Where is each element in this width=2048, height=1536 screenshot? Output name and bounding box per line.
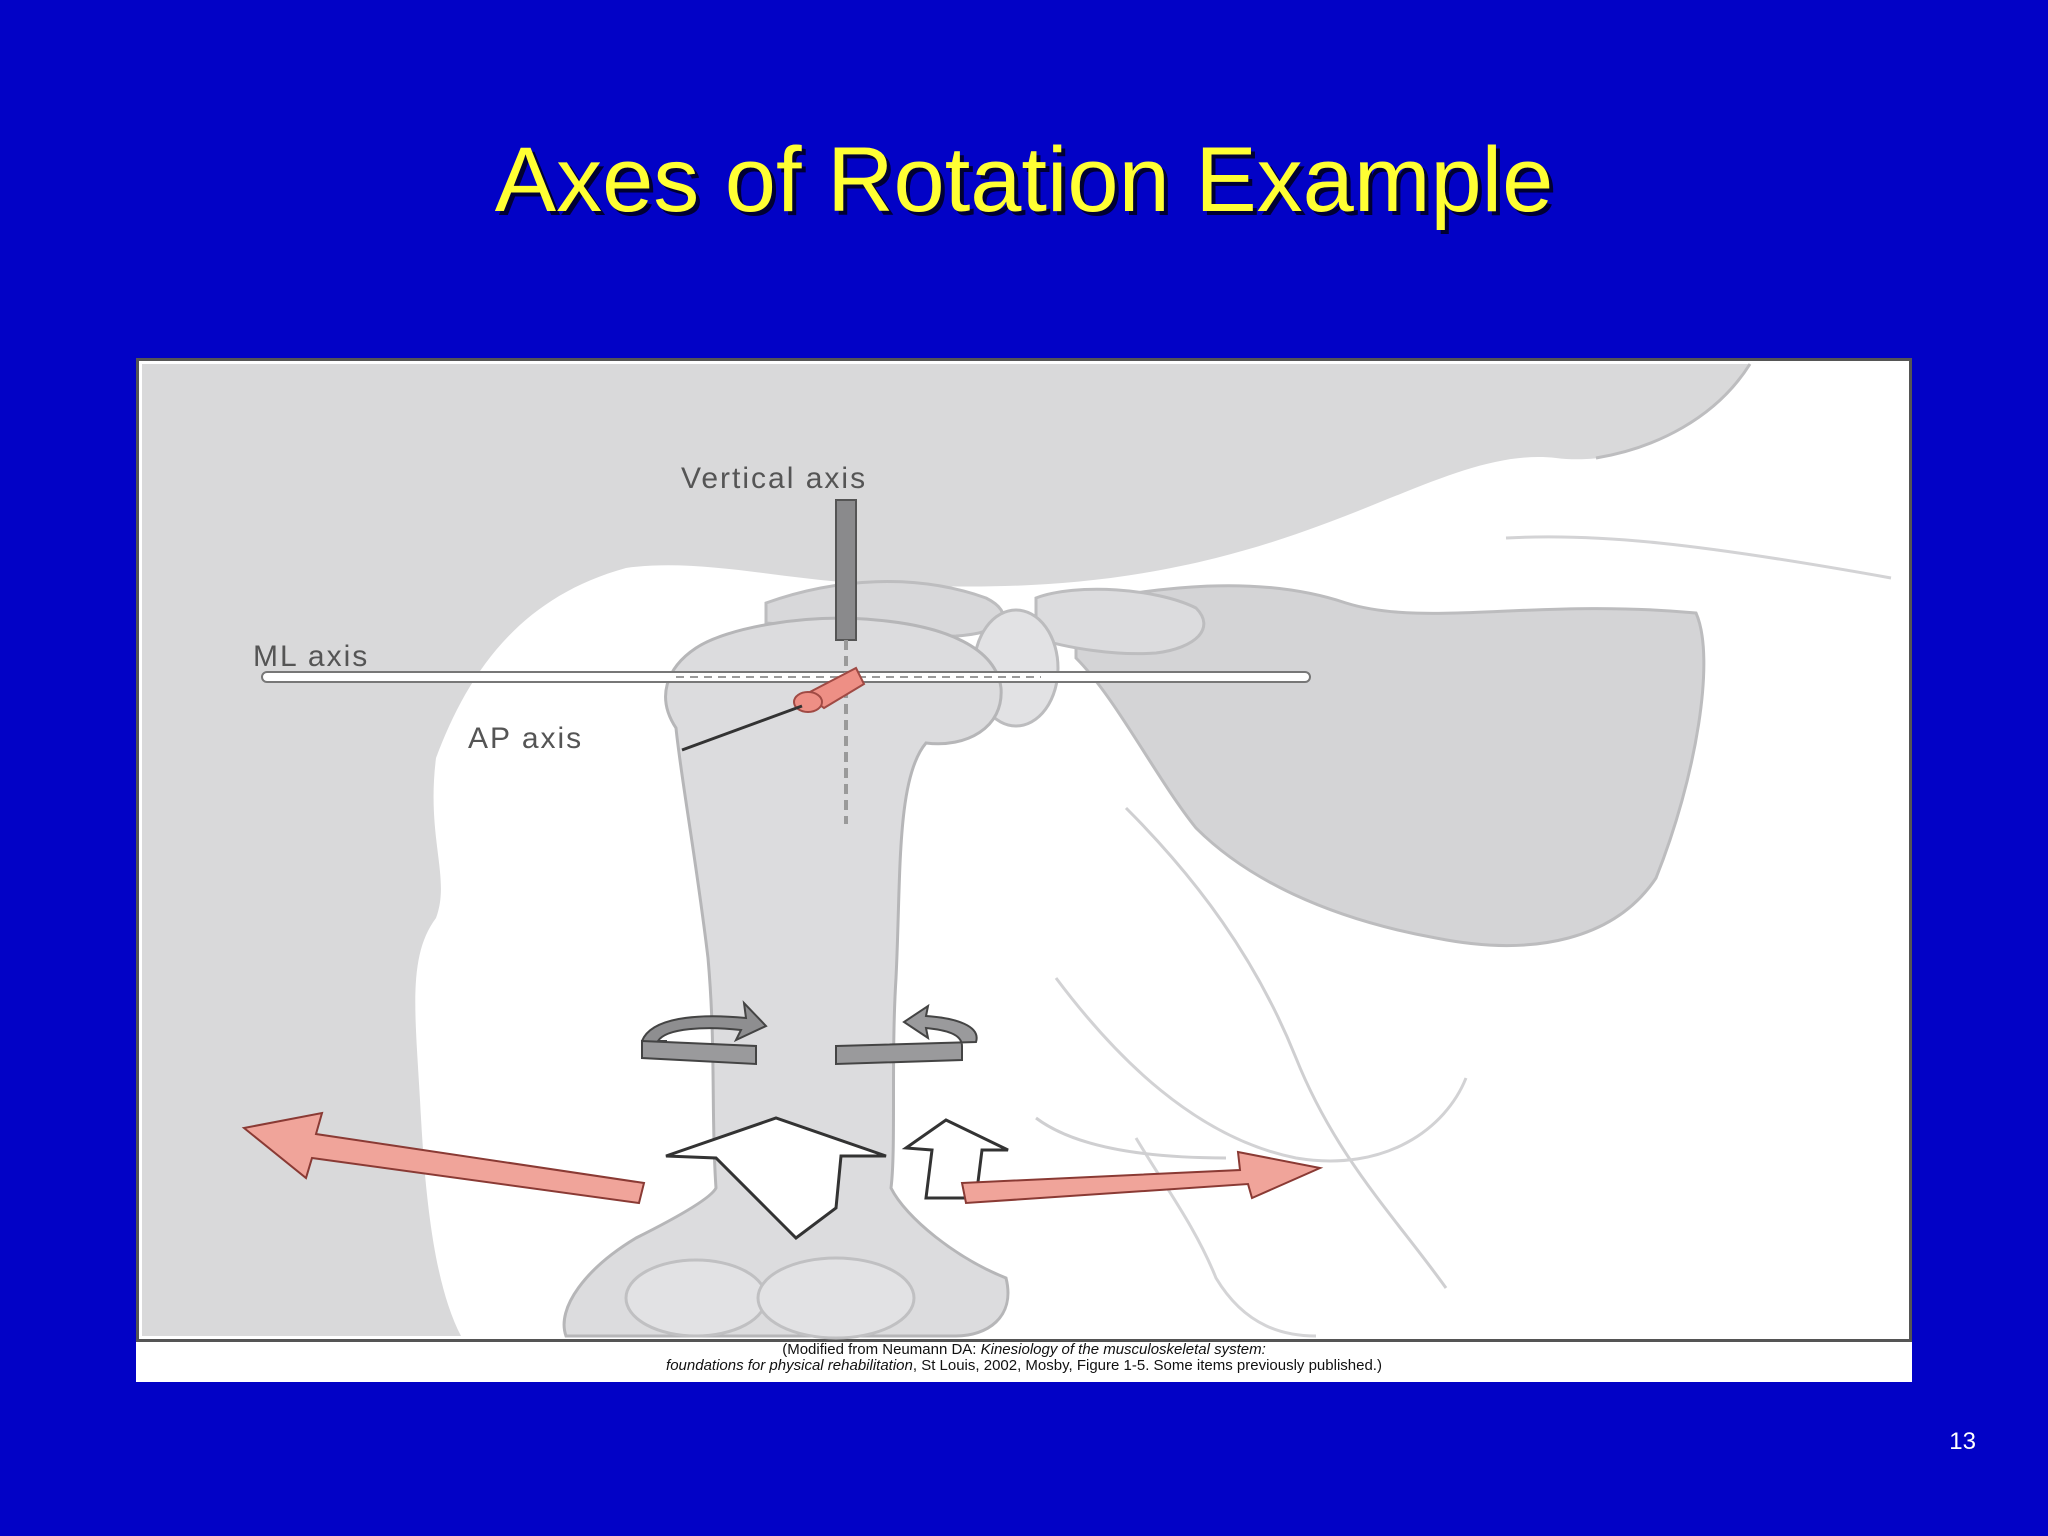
rotation-arrow-right xyxy=(835,1003,978,1066)
kinesiology-figure: Vertical axis ML axis AP axis (Modified … xyxy=(136,358,1912,1382)
torso-shape xyxy=(142,364,1750,1336)
pink-arrow-right xyxy=(960,1150,1324,1205)
caption-source-suffix: , St Louis, 2002, Mosby, Figure 1-5. Som… xyxy=(912,1357,1382,1374)
caption-line-2: foundations for physical rehabilitation,… xyxy=(136,1358,1912,1374)
humerus xyxy=(562,616,1010,1338)
caption-book-title-2: foundations for physical rehabilitation xyxy=(666,1357,913,1374)
caption-line-1: (Modified from Neumann DA: Kinesiology o… xyxy=(136,1342,1912,1358)
up-arrow-small xyxy=(901,1118,1009,1200)
slide-title: Axes of Rotation Example xyxy=(494,129,1554,231)
ribcage-line xyxy=(1124,806,1448,1289)
up-arrow-large xyxy=(665,1116,887,1240)
figure-caption: (Modified from Neumann DA: Kinesiology o… xyxy=(136,1342,1912,1382)
rotation-arrow-left-band xyxy=(641,1039,757,1066)
arm-outline xyxy=(1054,977,1468,1163)
ml-axis-rod xyxy=(261,671,1311,683)
torso-contour xyxy=(1595,363,1752,460)
humerus-condyle-right xyxy=(756,1256,916,1340)
caption-book-title-1: Kinesiology of the musculoskeletal syste… xyxy=(980,1341,1266,1358)
figure-illustration: Vertical axis ML axis AP axis xyxy=(136,358,1912,1342)
caption-source-prefix: (Modified from Neumann DA: xyxy=(782,1341,981,1358)
vertical-axis-rod xyxy=(835,499,857,641)
ml-axis-label: ML axis xyxy=(253,640,369,673)
ap-axis-cone-base xyxy=(793,691,823,713)
ap-axis-label: AP axis xyxy=(468,722,583,755)
acromion xyxy=(1034,587,1206,656)
ap-axis-leader xyxy=(681,704,803,752)
chest-line xyxy=(1505,535,1892,580)
humerus-condyle-left xyxy=(624,1258,768,1338)
pink-arrow-left xyxy=(241,1111,646,1205)
slide-page-number: 13 xyxy=(1949,1428,1976,1455)
waist-line xyxy=(1035,1116,1227,1160)
vertical-axis-label: Vertical axis xyxy=(681,462,867,495)
